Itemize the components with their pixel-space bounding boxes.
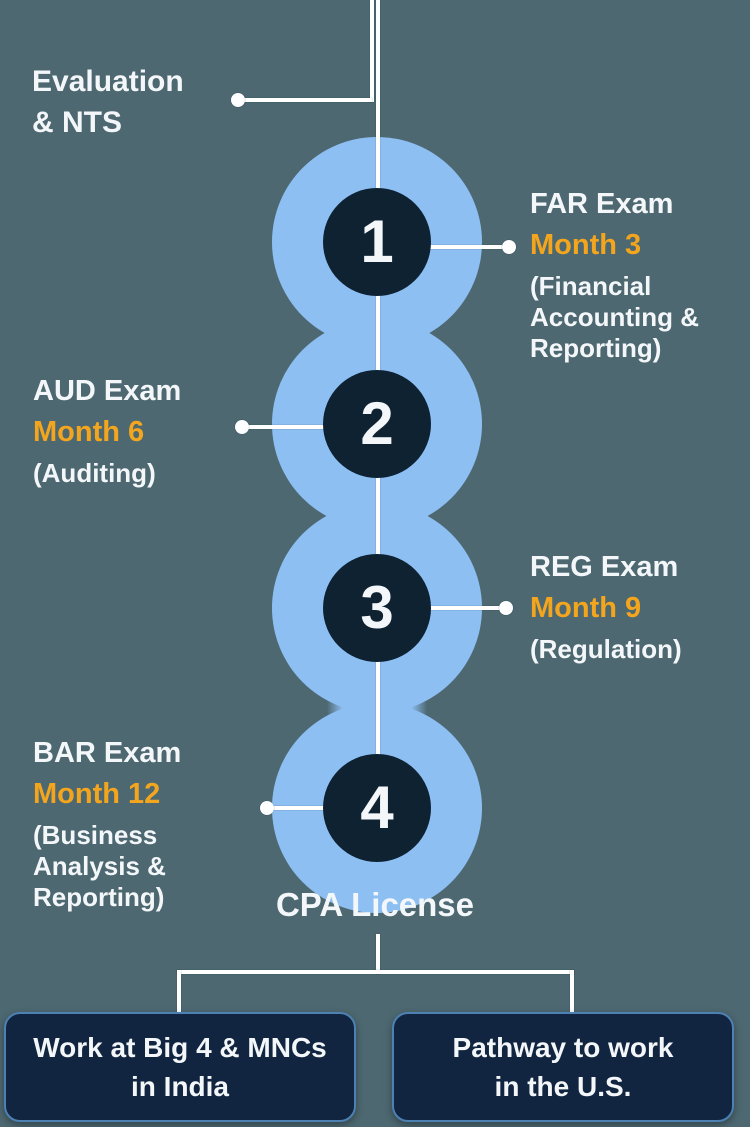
step-circle-1: 1 bbox=[323, 188, 431, 296]
bar-exam-description: (Business Analysis & Reporting) bbox=[33, 820, 166, 913]
reg-connector-dot bbox=[499, 601, 513, 615]
bar-connector-dot bbox=[260, 801, 274, 815]
aud-connector-dot bbox=[235, 420, 249, 434]
reg-exam-description: (Regulation) bbox=[530, 634, 682, 664]
step-circle-2: 2 bbox=[323, 370, 431, 478]
reg-exam-month: Month 9 bbox=[530, 592, 642, 624]
reg-connector-line bbox=[378, 606, 499, 610]
step-number-4: 4 bbox=[360, 774, 394, 841]
outcome-us-label: Pathway to work in the U.S. bbox=[452, 1031, 674, 1102]
step-label-reg: REG Exam Month 9 (Regulation) bbox=[530, 553, 682, 665]
aud-exam-description: (Auditing) bbox=[33, 458, 156, 488]
cpa-license-label: CPA License bbox=[275, 886, 475, 923]
outcome-box-us: Pathway to work in the U.S. bbox=[392, 1012, 734, 1122]
far-exam-description: (Financial Accounting & Reporting) bbox=[530, 271, 699, 364]
far-exam-title: FAR Exam bbox=[530, 188, 674, 220]
aud-exam-title: AUD Exam bbox=[33, 375, 182, 407]
bar-exam-month: Month 12 bbox=[33, 778, 161, 810]
far-connector-line bbox=[378, 245, 502, 249]
step-circle-4: 4 bbox=[323, 754, 431, 862]
reg-exam-title: REG Exam bbox=[530, 551, 679, 583]
branch-right-drop-line bbox=[570, 970, 574, 1014]
branch-horizontal-line bbox=[177, 970, 574, 974]
step-label-bar: BAR Exam Month 12 (Business Analysis & R… bbox=[33, 739, 181, 914]
evaluation-nts-label: Evaluation & NTS bbox=[32, 65, 184, 139]
far-connector-dot bbox=[502, 240, 516, 254]
outcome-india-label: Work at Big 4 & MNCs in India bbox=[33, 1031, 327, 1102]
outcome-box-india: Work at Big 4 & MNCs in India bbox=[4, 1012, 356, 1122]
step-circle-3: 3 bbox=[323, 554, 431, 662]
aud-exam-month: Month 6 bbox=[33, 416, 145, 448]
branch-left-drop-line bbox=[177, 970, 181, 1014]
step-label-far: FAR Exam Month 3 (Financial Accounting &… bbox=[530, 190, 699, 365]
step-label-aud: AUD Exam Month 6 (Auditing) bbox=[33, 377, 181, 489]
aud-connector-line bbox=[242, 425, 377, 429]
license-branch-stub-line bbox=[376, 934, 380, 974]
bar-connector-line bbox=[267, 806, 377, 810]
evaluation-connector-line bbox=[238, 98, 372, 102]
bar-exam-title: BAR Exam bbox=[33, 737, 182, 769]
step-number-3: 3 bbox=[360, 574, 394, 641]
evaluation-elbow-vertical-line bbox=[370, 0, 374, 102]
step-number-1: 1 bbox=[360, 208, 394, 275]
far-exam-month: Month 3 bbox=[530, 229, 642, 261]
step-number-2: 2 bbox=[360, 390, 394, 457]
evaluation-connector-dot bbox=[231, 93, 245, 107]
